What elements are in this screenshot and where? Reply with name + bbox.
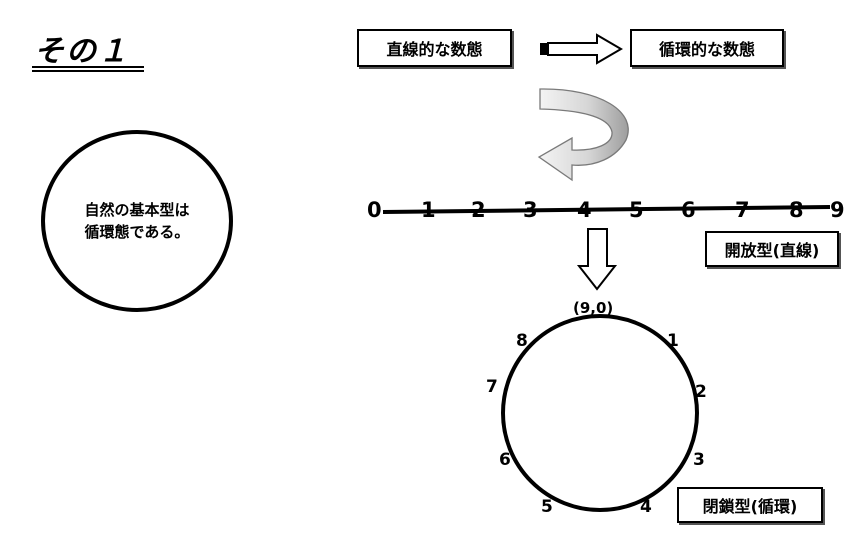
open-type-box: 開放型(直線) [705, 231, 839, 267]
closed-type-label: 閉鎖型(循環) [702, 497, 798, 516]
number-line-label-1: 1 [421, 198, 436, 222]
number-line-label-2: 2 [471, 198, 486, 222]
right-arrow-icon [540, 33, 623, 65]
note-line-1: 自然の基本型は [84, 201, 190, 219]
circle-label-5: 5 [541, 497, 553, 517]
number-line-label-4: 4 [577, 198, 592, 222]
closed-type-box: 閉鎖型(循環) [677, 487, 823, 523]
down-arrow-icon [576, 228, 618, 291]
number-line-label-7: 7 [735, 198, 750, 222]
circle-label-6: 6 [499, 450, 511, 470]
number-line-label-6: 6 [681, 198, 696, 222]
circle-label-8: 8 [516, 331, 528, 351]
cyclic-state-box: 循環的な数態 [630, 29, 784, 67]
number-line-label-9: 9 [830, 198, 845, 222]
title-underline-2 [32, 70, 144, 72]
linear-state-box: 直線的な数態 [357, 29, 512, 67]
circle-label-2: 2 [695, 382, 707, 402]
title-underline [32, 66, 144, 68]
number-line-label-5: 5 [629, 198, 644, 222]
circle-label-top: (9,0) [573, 299, 614, 317]
circle-label-7: 7 [486, 377, 498, 397]
circle-label-4: 4 [640, 497, 652, 517]
curved-arrow-icon [537, 88, 629, 182]
open-type-label: 開放型(直線) [724, 241, 820, 260]
note-circle: 自然の基本型は 循環態である。 [41, 130, 233, 312]
cyclic-state-label: 循環的な数態 [658, 40, 755, 59]
linear-state-label: 直線的な数態 [386, 40, 483, 59]
circle-label-1: 1 [667, 331, 679, 351]
number-line-label-8: 8 [789, 198, 804, 222]
number-line-label-0: 0 [367, 198, 382, 222]
number-line-axis [382, 205, 831, 214]
note-line-2: 循環態である。 [84, 223, 190, 241]
page-title: その１ [34, 34, 130, 69]
circle-label-3: 3 [693, 450, 705, 470]
note-text: 自然の基本型は 循環態である。 [84, 199, 189, 243]
cycle-circle [501, 314, 699, 512]
number-line-label-3: 3 [523, 198, 538, 222]
